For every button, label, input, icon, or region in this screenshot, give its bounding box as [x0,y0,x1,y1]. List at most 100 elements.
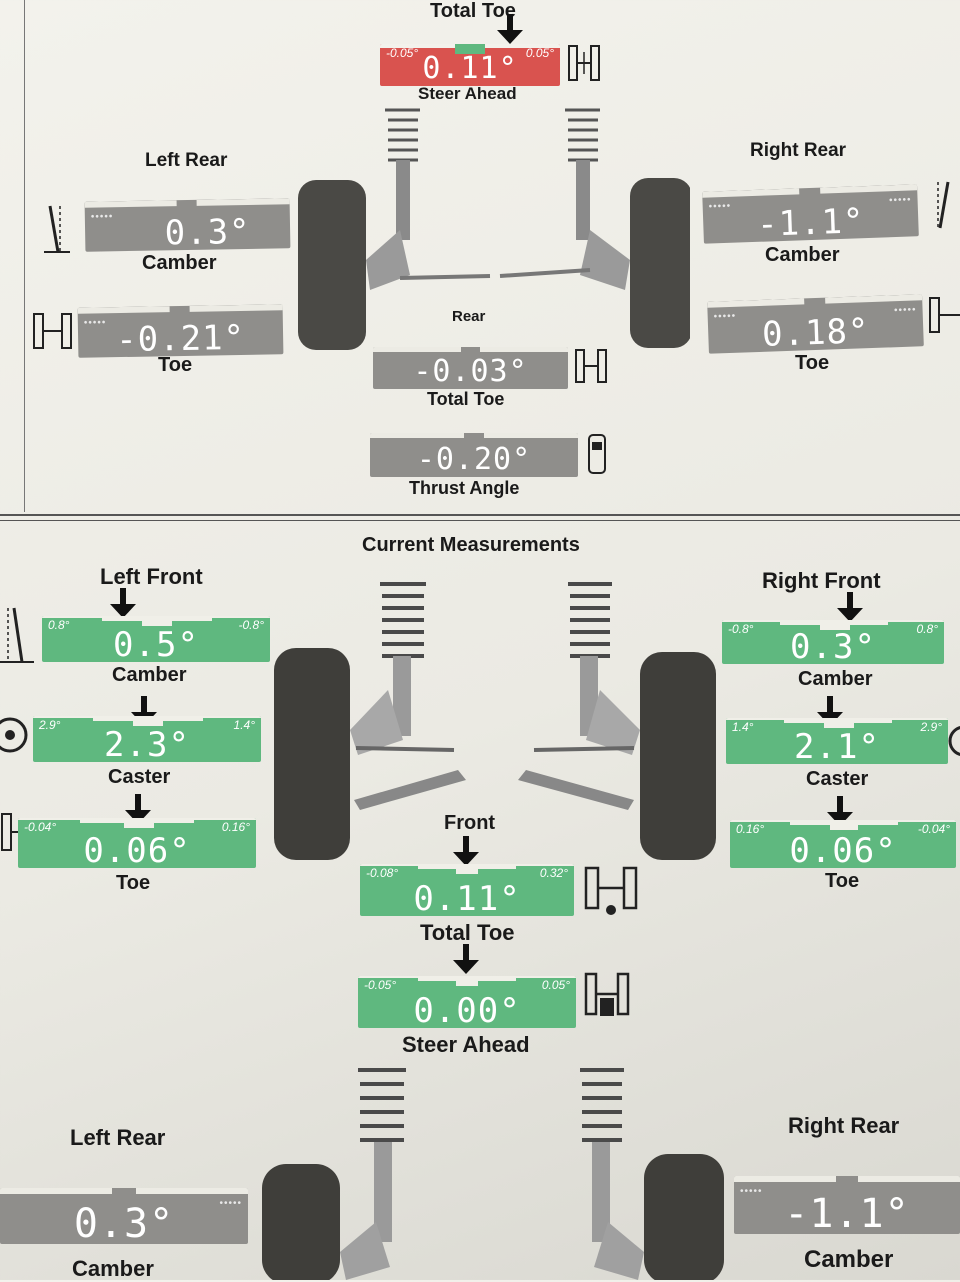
vehicle-axle-icon [568,45,600,81]
gauge-min-label: -0.04° [24,820,57,834]
gauge-notch-bar [730,820,956,830]
rear-suspension-illustration [298,108,690,350]
right-rear-toe-label: Toe [795,352,830,374]
toe-wheel-icon [1,813,18,851]
gauge-notch-bar [707,294,923,308]
gauge-value: -0.20° [416,442,532,477]
caster-wheel-icon [948,726,960,756]
gauge-notch-bar [77,304,283,314]
left-rear-toe-gauge: ••••• -0.21° [77,304,284,358]
gauge-notch-bar [380,44,560,54]
camber-wheel-icon [0,607,34,663]
gauge-value: 0.11° [422,51,518,86]
gauge-value: 2.3° [104,725,190,762]
front-total-toe-gauge: -0.08° 0.32° 0.11° [360,864,574,916]
left-rear-toe-label: Toe [158,354,193,376]
gauge-max-label: 0.8° [916,622,938,636]
camber-wheel-icon [937,181,950,229]
gauge-notch-bar [734,1176,960,1182]
rear-title: Rear [452,308,486,325]
gauge-value: 2.1° [794,727,880,764]
gauge-value: -1.1° [784,1191,910,1234]
gauge-value: -0.03° [413,354,528,389]
right-rear-camber-gauge: ••••• ••••• -1.1° [702,184,919,244]
right-front-caster-gauge: 1.4° 2.9° 2.1° [726,718,948,764]
left-front-title: Left Front [100,564,203,589]
gauge-notch-bar [18,818,256,828]
bottom-right-rear-camber-gauge: ••••• -1.1° [734,1176,960,1234]
current-measurements-title: Current Measurements [362,534,580,556]
bottom-right-rear-camber-label: Camber [804,1246,894,1273]
gauge-max-label: -0.04° [917,822,950,836]
rear-suspension-illustration-bottom [262,1068,724,1280]
section-divider [0,520,960,521]
gauge-value: 0.18° [761,311,871,354]
front-title: Front [444,812,496,834]
steer-ahead-label-top: Steer Ahead [418,84,517,103]
gauge-min-label: 0.8° [48,618,70,632]
left-front-camber-gauge: 0.8° -0.8° 0.5° [42,616,270,662]
gauge-min-label: 0.16° [736,822,765,836]
caster-wheel-icon [0,717,28,753]
camber-wheel-icon [44,205,70,253]
total-toe-heading: Total Toe [430,0,516,22]
gauge-value: -1.1° [756,201,866,244]
steer-ahead-gauge-top: -0.05° 0.05° 0.11° [380,44,560,86]
gauge-notch-bar [84,198,290,208]
gauge-max-label: 0.32° [539,866,568,880]
gauge-max-label: -0.8° [238,618,264,632]
gauge-value: -0.21° [115,317,246,358]
right-rear-title: Right Rear [750,140,847,161]
front-total-toe-label: Total Toe [420,920,515,945]
gauge-max-label: 0.05° [525,46,554,60]
gauge-max-label: 2.9° [920,720,942,734]
gauge-notch-bar [360,864,574,874]
left-front-toe-label: Toe [116,872,151,894]
gauge-value: 0.00° [413,991,521,1028]
left-front-caster-label: Caster [108,766,171,788]
vehicle-axle-icon [584,866,638,915]
left-rear-camber-label: Camber [142,252,217,274]
gauge-notch-bar [0,1188,248,1194]
gauge-value: 0.3° [73,1201,175,1244]
toe-wheel-icon [33,313,72,349]
thrust-angle-label: Thrust Angle [409,478,520,498]
gauge-max-label: 0.16° [221,820,250,834]
left-rear-title: Left Rear [145,150,228,171]
bottom-right-rear-title: Right Rear [788,1113,900,1138]
right-front-toe-gauge: 0.16° -0.04° 0.06° [730,820,956,868]
gauge-min-label: -0.05° [364,978,397,992]
right-rear-toe-gauge: ••••• ••••• 0.18° [707,294,924,354]
front-steer-ahead-gauge: -0.05° 0.05° 0.00° [358,976,576,1028]
section-divider [0,514,960,516]
left-rear-camber-gauge: ••••• 0.3° [84,198,291,252]
gauge-value: 0.3° [164,211,251,252]
gauge-notch-bar [33,716,261,726]
gauge-notch-bar [373,347,568,352]
gauge-max-label: 0.05° [541,978,570,992]
left-front-caster-gauge: 2.9° 1.4° 2.3° [33,716,261,762]
right-front-title: Right Front [762,568,881,593]
steering-axle-icon [584,972,630,1016]
gauge-min-label: 2.9° [39,718,61,732]
vehicle-axle-icon [575,349,607,383]
gauge-min-label: 1.4° [732,720,754,734]
toe-wheel-icon [929,297,960,333]
gauge-value: 0.11° [413,879,521,916]
gauge-max-label: 1.4° [233,718,255,732]
thrust-angle-gauge: -0.20° [370,433,578,477]
gauge-notch-bar [42,616,270,626]
car-outline-icon [588,434,606,474]
left-front-camber-label: Camber [112,664,187,686]
gauge-scale-dots: ••••• [740,1186,763,1197]
bottom-left-rear-camber-label: Camber [72,1256,154,1281]
gauge-notch-bar [358,976,576,986]
gauge-min-label: -0.8° [728,622,754,636]
gauge-value: 0.5° [113,625,199,662]
right-front-camber-label: Camber [798,668,873,690]
gauge-scale-dots: ••••• [90,211,114,223]
gauge-notch-bar [722,620,944,630]
section-border-line [24,0,25,512]
gauge-min-label: -0.05° [386,46,419,60]
gauge-notch-bar [370,433,578,438]
